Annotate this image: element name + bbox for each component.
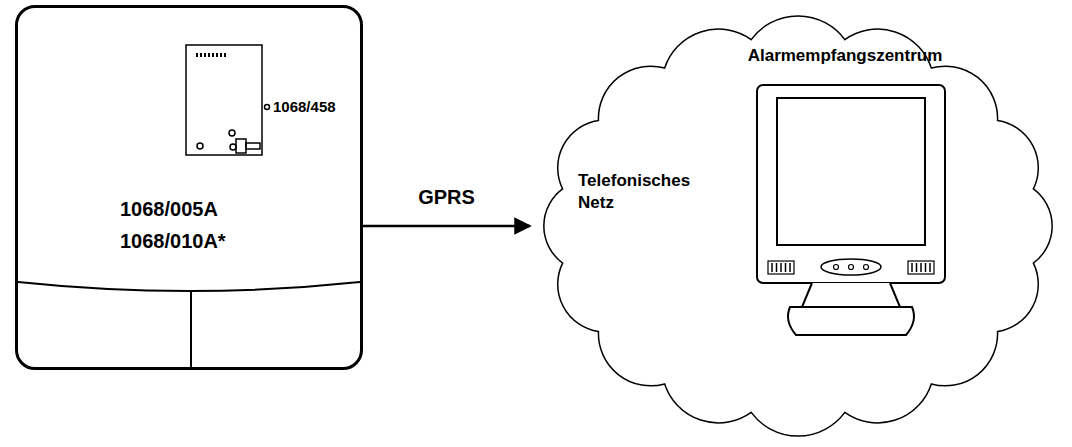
led-indicator: [265, 105, 270, 110]
grille-slot: [785, 263, 787, 272]
monitor-base: [788, 307, 914, 335]
monitor-neck: [802, 283, 900, 307]
pin-mark: [208, 53, 210, 57]
pin-mark: [220, 53, 222, 57]
control-panel: [821, 259, 881, 275]
pin-mark: [204, 53, 206, 57]
pin-mark: [196, 53, 198, 57]
speaker-grille: [768, 261, 794, 274]
gprs-arrow: [363, 225, 530, 228]
mounting-hole: [197, 143, 203, 149]
edge-label: GPRS: [416, 186, 477, 209]
monitor-station: Alarmempfangszentrum: [700, 45, 990, 345]
cloud-shape: [544, 16, 1052, 436]
device-housing: 1068/005A 1068/010A*: [15, 5, 363, 370]
mounting-hole: [229, 130, 235, 136]
node-text: 1068/005A 1068/010A*: [120, 193, 270, 257]
pin-mark: [216, 53, 218, 57]
control-button: [849, 265, 854, 270]
monitor-parts: [757, 85, 945, 335]
antenna-connector: [236, 139, 246, 153]
monitor-screen: [777, 98, 925, 245]
node-text: Alarmempfangszentrum: [700, 45, 990, 67]
module-pins: [196, 53, 226, 57]
antenna-connector: [246, 143, 260, 149]
grille-slot: [916, 263, 918, 272]
monitor-drawing: [700, 45, 990, 345]
grille-slot: [776, 263, 778, 272]
grille-slot: [771, 263, 773, 272]
pin-mark: [200, 53, 202, 57]
grille-slot: [789, 263, 791, 272]
module-board: [186, 45, 270, 155]
mounting-hole: [230, 144, 236, 150]
housing-divider: [18, 282, 360, 291]
housing-details: [18, 282, 360, 368]
control-button: [864, 265, 869, 270]
monitor-frame: [757, 85, 945, 283]
part-number: 1068/458: [273, 98, 336, 115]
grille-slot: [929, 263, 931, 272]
housing-split-line: [190, 291, 192, 368]
node-text: Telefonisches Netz: [578, 170, 708, 214]
speaker-grille: [908, 261, 934, 274]
grille-slot: [780, 263, 782, 272]
module-outline: [186, 45, 262, 155]
grille-slot: [920, 263, 922, 272]
grille-slot: [925, 263, 927, 272]
pin-mark: [212, 53, 214, 57]
control-button: [834, 265, 839, 270]
grille-slot: [911, 263, 913, 272]
network-cloud: Telefonisches Netz Alarmempfangszentrum: [530, 10, 1065, 442]
pin-mark: [224, 53, 226, 57]
